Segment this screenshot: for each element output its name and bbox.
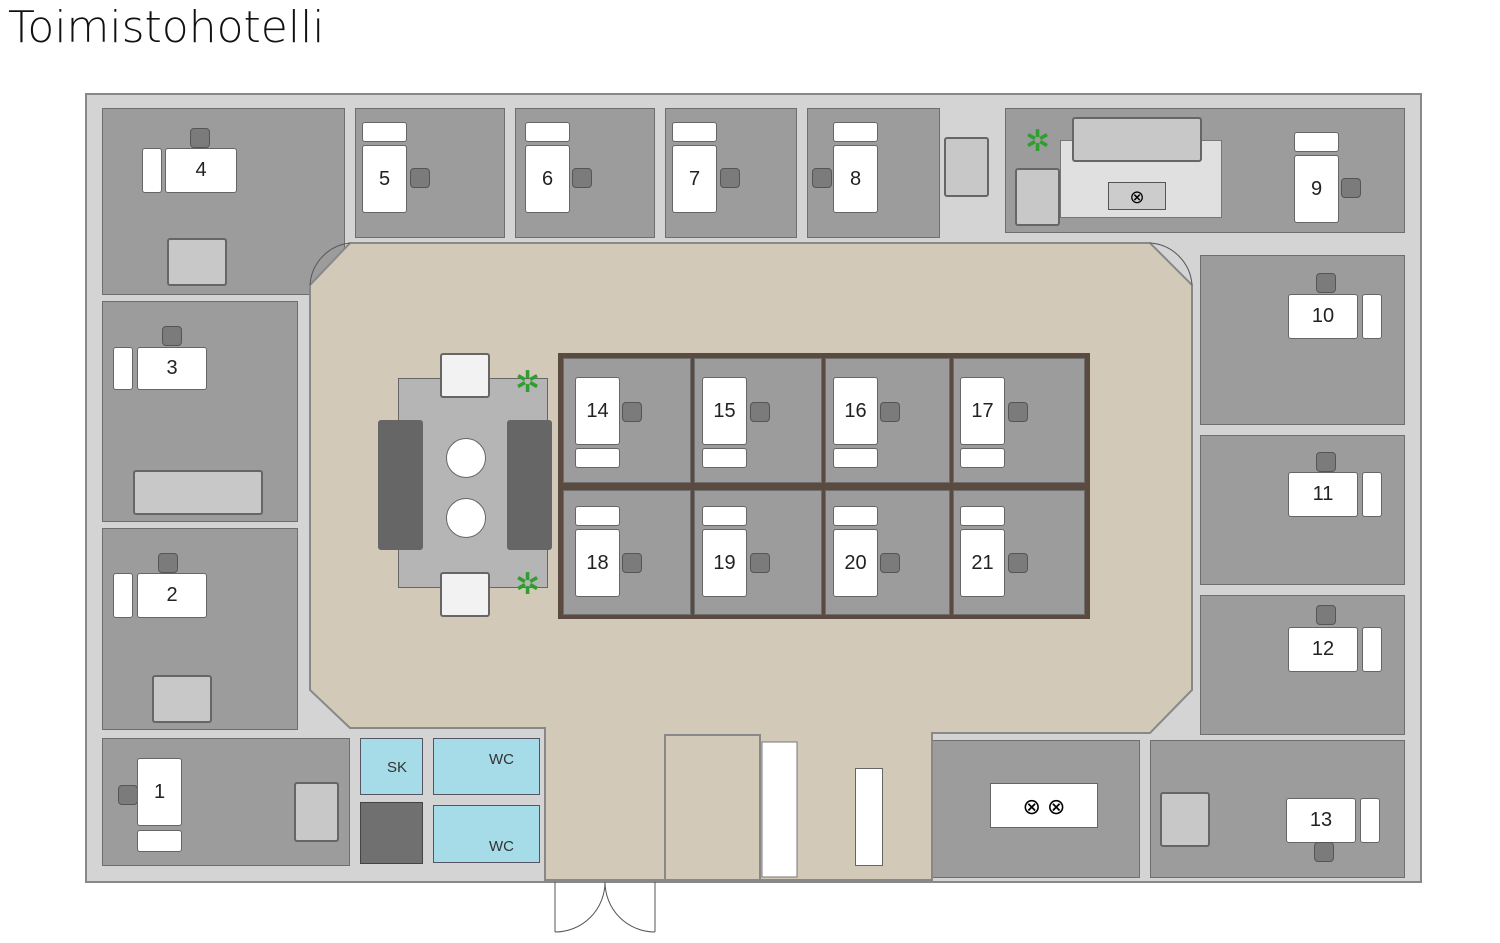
armchair <box>1015 168 1060 226</box>
armchair <box>152 675 212 723</box>
armchair <box>944 137 989 197</box>
plant-icon: ✲ <box>515 366 541 399</box>
table <box>855 768 883 866</box>
chair <box>1316 273 1336 293</box>
workstation-16[interactable]: 16 <box>833 377 878 445</box>
workstation-21[interactable]: 21 <box>960 529 1005 597</box>
desk-side <box>525 122 570 142</box>
desk-side <box>1362 472 1382 517</box>
chair <box>1314 842 1334 862</box>
desk-side <box>702 448 747 468</box>
wc-room-2[interactable]: WC <box>433 805 540 863</box>
sofa <box>378 420 423 550</box>
desk-9[interactable]: 9 <box>1294 155 1339 223</box>
desk-side <box>113 573 133 618</box>
room-10[interactable] <box>1200 255 1405 425</box>
desk-5[interactable]: 5 <box>362 145 407 213</box>
desk-side <box>575 448 620 468</box>
chair <box>622 553 642 573</box>
desk-side <box>575 506 620 526</box>
workstation-14[interactable]: 14 <box>575 377 620 445</box>
desk-side <box>113 347 133 390</box>
chair <box>1008 402 1028 422</box>
chair <box>750 402 770 422</box>
chair <box>158 553 178 573</box>
sofa <box>507 420 552 550</box>
desk-3[interactable]: 3 <box>137 347 207 390</box>
workstation-18[interactable]: 18 <box>575 529 620 597</box>
desk-side <box>702 506 747 526</box>
desk-side <box>362 122 407 142</box>
chair <box>1008 553 1028 573</box>
desk-4[interactable]: 4 <box>165 148 237 193</box>
plant-icon: ✲ <box>1025 125 1051 158</box>
sofa <box>133 470 263 515</box>
chair <box>750 553 770 573</box>
armchair <box>294 782 339 842</box>
desk-2[interactable]: 2 <box>137 573 207 618</box>
chair <box>162 326 182 346</box>
sofa <box>1072 117 1202 162</box>
desk-8[interactable]: 8 <box>833 145 878 213</box>
chair <box>118 785 138 805</box>
armchair <box>440 353 490 398</box>
chair <box>1316 605 1336 625</box>
round-table <box>446 438 486 478</box>
desk-side <box>1294 132 1339 152</box>
chair <box>720 168 740 188</box>
desk-side <box>1362 294 1382 339</box>
wc-room-1[interactable]: WC <box>433 738 540 795</box>
desk-12[interactable]: 12 <box>1288 627 1358 672</box>
plant-icon: ✲ <box>515 568 541 601</box>
workstation-17[interactable]: 17 <box>960 377 1005 445</box>
desk-side <box>833 448 878 468</box>
chair <box>572 168 592 188</box>
desk-1[interactable]: 1 <box>137 758 182 826</box>
chair <box>1341 178 1361 198</box>
sk-room[interactable]: SK <box>360 738 423 795</box>
armchair <box>1160 792 1210 847</box>
armchair <box>440 572 490 617</box>
chair <box>880 402 900 422</box>
chair <box>880 553 900 573</box>
desk-6[interactable]: 6 <box>525 145 570 213</box>
chair <box>1316 452 1336 472</box>
chair <box>622 402 642 422</box>
desk-side <box>833 122 878 142</box>
desk-7[interactable]: 7 <box>672 145 717 213</box>
desk-side <box>1362 627 1382 672</box>
desk-13[interactable]: 13 <box>1286 798 1356 843</box>
page-title: Toimistohotelli <box>8 2 325 53</box>
chair <box>190 128 210 148</box>
desk-side <box>672 122 717 142</box>
round-table <box>446 498 486 538</box>
desk-side <box>137 830 182 852</box>
coffee-table-lamp-icon: ⊗ <box>1108 182 1166 210</box>
desk-side <box>1360 798 1380 843</box>
desk-side <box>833 506 878 526</box>
desk-side <box>960 506 1005 526</box>
desk-side <box>142 148 162 193</box>
workstation-15[interactable]: 15 <box>702 377 747 445</box>
workstation-19[interactable]: 19 <box>702 529 747 597</box>
workstation-20[interactable]: 20 <box>833 529 878 597</box>
armchair <box>167 238 227 286</box>
desk-10[interactable]: 10 <box>1288 294 1358 339</box>
desk-11[interactable]: 11 <box>1288 472 1358 517</box>
dining-table: ⊗ ⊗ <box>990 783 1098 828</box>
storage <box>360 802 423 864</box>
chair <box>812 168 832 188</box>
desk-side <box>960 448 1005 468</box>
chair <box>410 168 430 188</box>
